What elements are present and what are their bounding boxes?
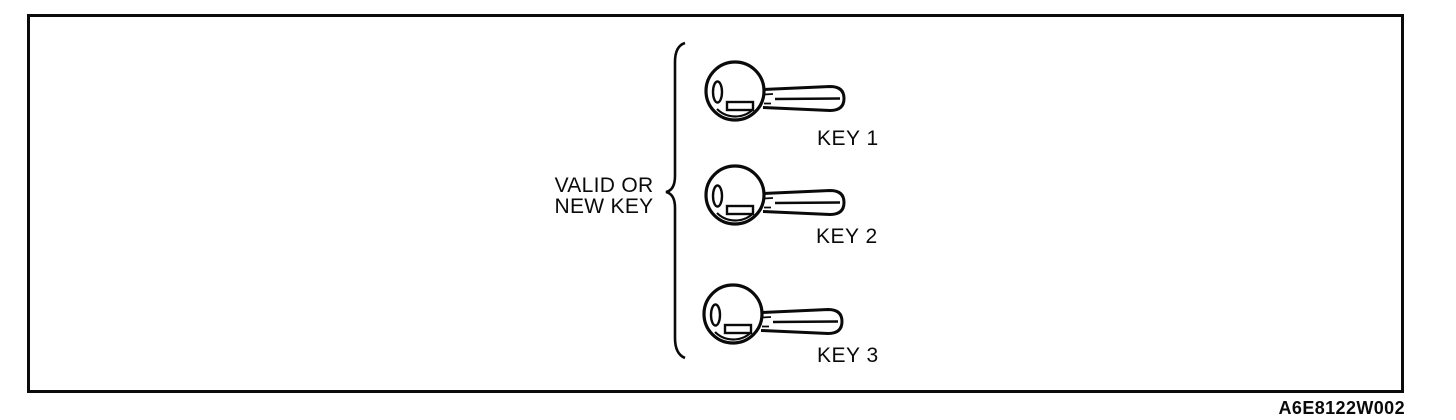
- key-3-label: KEY 3: [817, 344, 879, 367]
- group-label: VALID OR NEW KEY: [547, 175, 661, 217]
- key-1-label: KEY 1: [817, 127, 879, 150]
- group-label-line1: VALID OR: [554, 174, 654, 197]
- key-2-label: KEY 2: [816, 225, 878, 248]
- key-3-icon: [702, 283, 850, 349]
- key-1-icon: [704, 60, 852, 126]
- figure-code: A6E8122W002: [1278, 398, 1405, 418]
- key-2-icon: [704, 164, 852, 230]
- group-label-line2: NEW KEY: [554, 195, 654, 218]
- brace-icon: [665, 41, 686, 360]
